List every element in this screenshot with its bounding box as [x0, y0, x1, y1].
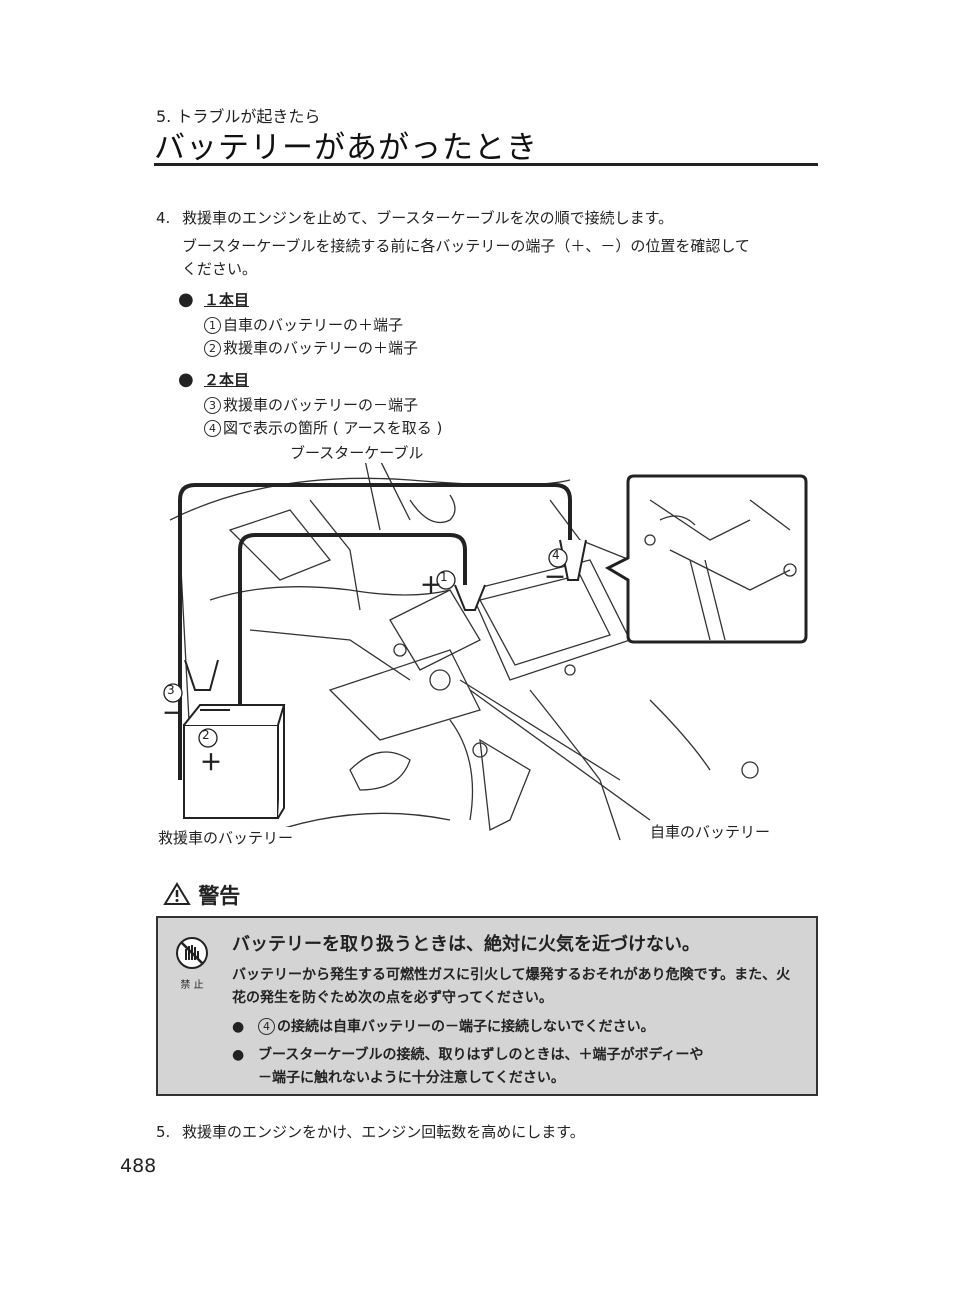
warning-heading: 警告	[163, 880, 240, 910]
battery-connection-illustration: 1 2 3 4 ＋ ＋ － － ブースターケーブル 救援車のバッテリー 自車のバ…	[150, 440, 820, 860]
warning-item-2: ● ブースターケーブルの接続、取りはずしのときは、＋端子がボディーや	[232, 1044, 703, 1067]
marker-2-label: 2	[202, 728, 210, 742]
prohibition-icon-group: 禁 止	[174, 936, 210, 991]
cable-1-heading: ● １本目	[178, 289, 249, 310]
label-own-battery: 自車のバッテリー	[650, 821, 771, 842]
plus-sign-rescue: ＋	[200, 751, 223, 776]
engine-bay-drawing	[163, 459, 808, 841]
step-4-note-line2: ください。	[182, 260, 258, 278]
list-item-text: 救援車のバッテリーの－端子	[223, 396, 419, 414]
warning-triangle-icon	[163, 882, 191, 905]
bullet-icon: ●	[232, 1019, 245, 1035]
marker-4-label: 4	[552, 548, 560, 562]
warning-item-2-line1: ブースターケーブルの接続、取りはずしのときは、＋端子がボディーや	[258, 1047, 704, 1063]
circled-number-icon: 2	[204, 340, 221, 357]
bullet-icon: ●	[232, 1047, 245, 1063]
step-4-number: 4.	[156, 209, 171, 227]
plus-sign-own: ＋	[420, 574, 443, 599]
list-item-text: 救援車のバッテリーの＋端子	[223, 339, 419, 357]
bullet-icon: ●	[178, 369, 194, 390]
section-label: 5. トラブルが起きたら	[156, 107, 321, 126]
step-5-number: 5.	[156, 1123, 171, 1141]
warning-text: バッテリーから発生する可燃性ガスに引火して爆発するおそれがあり危険です。また、火…	[232, 967, 791, 1006]
cable-2-heading: ● ２本目	[178, 369, 249, 390]
minus-sign-ground: －	[544, 566, 567, 591]
step-4: 4. 救援車のエンジンを止めて、ブースターケーブルを次の順で接続します。	[156, 206, 673, 230]
step-5: 5. 救援車のエンジンをかけ、エンジン回転数を高めにします。	[156, 1120, 585, 1144]
marker-3-label: 3	[167, 683, 175, 697]
step-4-note: ブースターケーブルを接続する前に各バッテリーの端子（＋、－）の位置を確認して く…	[182, 235, 750, 281]
circled-number-icon: 1	[204, 317, 221, 334]
cable-2-heading-text: ２本目	[204, 371, 250, 389]
title-rule	[154, 163, 818, 166]
warning-title: バッテリーを取り扱うときは、絶対に火気を近づけない。	[232, 934, 700, 955]
circled-number-icon: 3	[204, 397, 221, 414]
prohibited-hand-icon	[176, 937, 208, 969]
page-number: 488	[120, 1155, 157, 1177]
minus-sign-rescue: －	[162, 702, 185, 727]
list-item-text: 図で表示の箇所 ( アースを取る )	[223, 419, 443, 437]
list-item-text: 自車のバッテリーの＋端子	[223, 316, 404, 334]
label-booster-cable: ブースターケーブル	[290, 442, 424, 463]
bullet-icon: ●	[178, 289, 194, 310]
label-rescue-battery: 救援車のバッテリー	[158, 827, 294, 848]
warning-item-1-text: の接続は自車バッテリーの－端子に接続しないでください。	[277, 1019, 655, 1035]
warning-heading-text: 警告	[198, 884, 241, 908]
page-title: バッテリーがあがったとき	[154, 130, 538, 166]
marker-1-label: 1	[440, 570, 448, 584]
cable-1-heading-text: １本目	[204, 291, 250, 309]
step-4-text: 救援車のエンジンを止めて、ブースターケーブルを次の順で接続します。	[182, 209, 674, 227]
warning-item-2-line2: －端子に触れないように十分注意してください。	[258, 1070, 565, 1086]
circled-number-icon: 4	[204, 420, 221, 437]
circled-number-icon: 4	[258, 1018, 275, 1035]
step-4-note-line1: ブースターケーブルを接続する前に各バッテリーの端子（＋、－）の位置を確認して	[182, 237, 750, 255]
prohibition-label: 禁 止	[180, 980, 204, 991]
step-5-text: 救援車のエンジンをかけ、エンジン回転数を高めにします。	[182, 1123, 585, 1141]
warning-box: 禁 止 バッテリーを取り扱うときは、絶対に火気を近づけない。 バッテリーから発生…	[156, 916, 818, 1096]
